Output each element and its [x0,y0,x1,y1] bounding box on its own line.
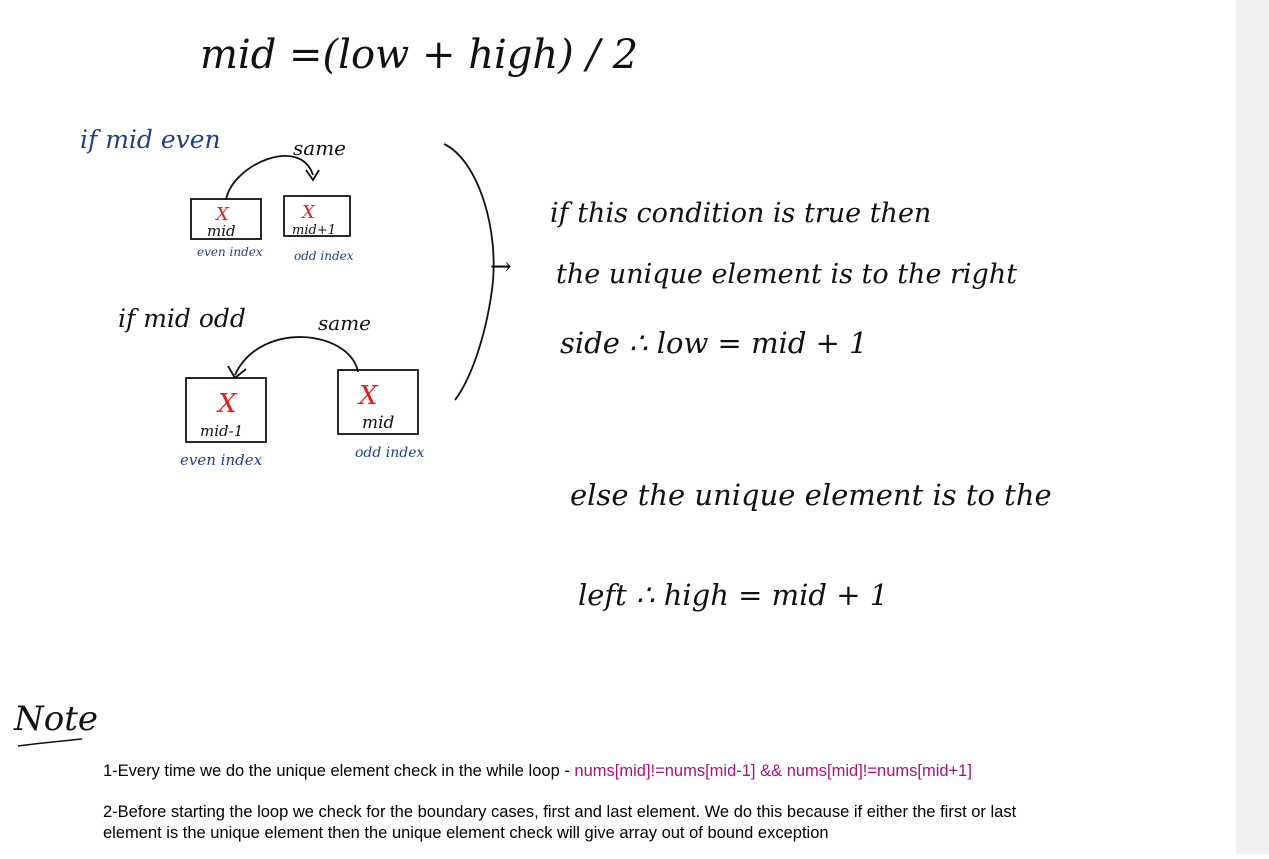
box-mid-odd-label: mid [362,413,395,433]
note-underline [17,738,83,747]
note-item-2-line1: 2-Before starting the loop we check for … [103,803,1017,821]
x-mark-mid-even: X [214,204,230,225]
if-mid-even-label: if mid even [80,125,221,154]
same-label-bottom: same [318,311,371,335]
x-mark-mid-minus-one: X [216,389,238,419]
handwriting-layer: mid =(low + high) / 2 if mid even same X… [13,32,1052,747]
odd-index-bottom: odd index [355,445,425,461]
right-text-line2: the unique element is to the right [556,259,1017,290]
if-mid-odd-label: if mid odd [118,304,246,333]
same-arrow-top-head [305,169,320,182]
odd-index-top: odd index [294,249,354,263]
even-index-bottom: even index [180,451,263,469]
note-item-2-line2: element is the unique element then the u… [103,824,829,842]
box-mid-plus-one [283,195,351,237]
x-mark-mid-plus-one: X [300,202,316,223]
box-mid-even-label: mid [207,222,236,240]
note-item-1-text: 1-Every time we do the unique element ch… [103,762,575,780]
else-text-line2: left ∴ high = mid + 1 [578,578,888,612]
even-index-top: even index [197,245,263,259]
box-mid-minus-one-label: mid-1 [200,422,243,440]
box-mid-minus-one [185,377,267,443]
right-text-line1: if this condition is true then [550,198,931,229]
box-mid-odd [337,369,419,435]
box-mid-plus-one-label: mid+1 [292,223,336,238]
grouping-bracket [443,143,495,401]
box-mid-even [190,198,262,240]
whiteboard-canvas: mid =(low + high) / 2 if mid even same X… [13,32,1113,842]
note-item-1: 1-Every time we do the unique element ch… [103,761,1113,782]
bracket-arrow: → [490,252,512,282]
x-mark-mid-odd: X [357,381,379,411]
formula-text: mid =(low + high) / 2 [200,32,638,78]
vertical-scrollbar[interactable] [1236,0,1269,854]
else-text-line1: else the unique element is to the [570,478,1052,512]
right-text-line3: side ∴ low = mid + 1 [560,326,868,360]
same-arrow-top [225,155,314,201]
note-heading: Note [13,699,98,739]
same-arrow-bottom [234,336,359,376]
note-item-1-code: nums[mid]!=nums[mid-1] && nums[mid]!=num… [574,762,972,780]
same-label-top: same [293,136,346,160]
